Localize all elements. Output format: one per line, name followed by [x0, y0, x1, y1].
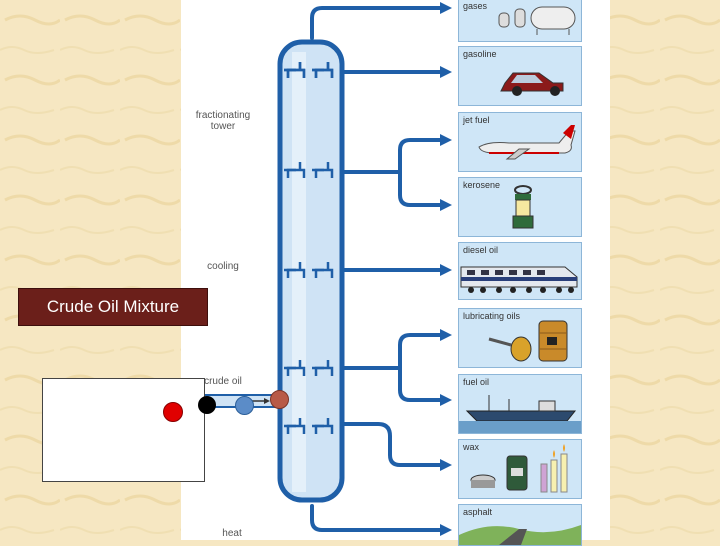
product-label: asphalt: [463, 507, 493, 517]
candles-icon: [470, 444, 568, 493]
cooling-label: cooling: [207, 261, 239, 272]
bubble-trays: [282, 60, 334, 436]
mixture-container: [42, 378, 205, 482]
product-kerosene: kerosene: [458, 177, 582, 237]
product-label: kerosene: [463, 180, 501, 190]
black-dot: [198, 396, 216, 414]
oil-can-icon: [488, 320, 568, 362]
product-label: jet fuel: [463, 115, 490, 125]
product-label: wax: [463, 442, 480, 452]
road-icon: [459, 525, 581, 545]
train-icon: [460, 266, 578, 293]
product-gasoline: gasoline: [458, 46, 582, 106]
gas-tanks-icon: [498, 6, 576, 35]
product-diesel-oil: diesel oil: [458, 242, 582, 300]
product-label: gasoline: [463, 49, 497, 59]
product-label: fuel oil: [463, 377, 490, 387]
output-pipes: [310, 6, 442, 532]
blue-dot: [235, 396, 254, 415]
airplane-icon: [478, 125, 576, 160]
product-label: gases: [463, 1, 488, 11]
red-dot: [163, 402, 183, 422]
crude-oil-label: crude oil: [204, 376, 242, 387]
brown-dot: [270, 390, 289, 409]
lantern-icon: [512, 185, 534, 229]
product-fuel-oil: fuel oil: [458, 374, 582, 434]
tower-label: fractionating tower: [195, 110, 251, 132]
product-wax: wax: [458, 439, 582, 499]
product-label: diesel oil: [463, 245, 499, 255]
ship-icon: [459, 395, 581, 433]
crude-oil-mixture-label: Crude Oil Mixture: [18, 288, 208, 326]
car-icon: [500, 72, 564, 96]
heat-label: heat: [222, 528, 242, 539]
product-jet-fuel: jet fuel: [458, 112, 582, 172]
pipe-arrowheads: [440, 2, 452, 536]
product-gases: gases: [458, 0, 582, 42]
product-lubricating-oils: lubricating oils: [458, 308, 582, 368]
product-label: lubricating oils: [463, 311, 521, 321]
